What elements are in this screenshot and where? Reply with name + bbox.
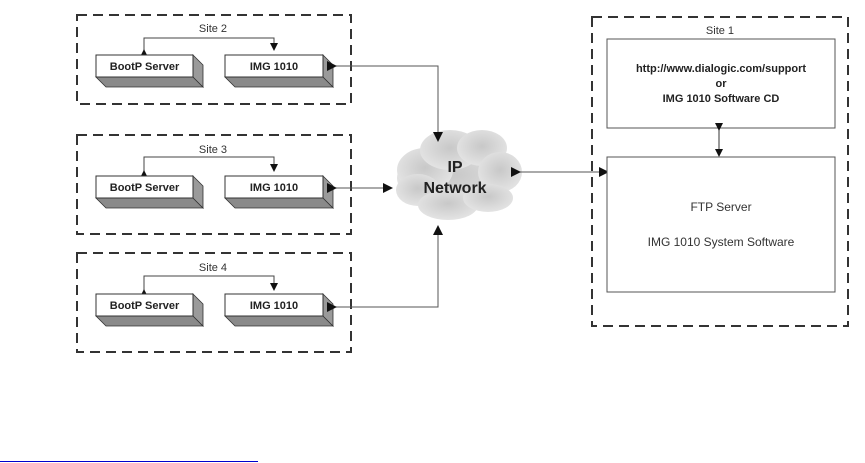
site-1-group: Site 1 http://www.dialogic.com/support o… <box>592 17 848 326</box>
footer-divider-line <box>0 461 258 462</box>
site-4-bootp-server: BootP Server <box>96 294 203 326</box>
site-3-label: Site 3 <box>199 144 227 156</box>
site-4-img-1010: IMG 1010 <box>225 294 333 326</box>
site-3-internal-link <box>144 157 274 171</box>
software-source-box: http://www.dialogic.com/support or IMG 1… <box>607 39 835 128</box>
site-3-img-1010: IMG 1010 <box>225 176 333 208</box>
ip-network-label-line1: IP <box>447 159 462 176</box>
site-2-label: Site 2 <box>199 23 227 35</box>
ftp-system-software-label: IMG 1010 System Software <box>648 235 795 249</box>
software-source-or: or <box>716 78 728 90</box>
ftp-server-label: FTP Server <box>690 200 751 214</box>
site-4-internal-link <box>144 276 274 290</box>
site-4-bootp-label: BootP Server <box>110 300 180 312</box>
site-4-label: Site 4 <box>199 262 227 274</box>
site-3-img-label: IMG 1010 <box>250 182 298 194</box>
software-source-cd: IMG 1010 Software CD <box>663 93 780 105</box>
site-3-group: Site 3 BootP Server IMG 1010 <box>77 135 351 234</box>
site-2-bootp-label: BootP Server <box>110 61 180 73</box>
site-2-img-label: IMG 1010 <box>250 61 298 73</box>
site-3-bootp-label: BootP Server <box>110 182 180 194</box>
site-2-group: Site 2 BootP Server IMG 1010 <box>77 15 351 104</box>
ip-network-cloud: IP Network <box>396 130 522 220</box>
site-1-label: Site 1 <box>706 25 734 37</box>
site-2-bootp-server: BootP Server <box>96 55 203 87</box>
site-2-internal-link <box>144 38 274 50</box>
site-4-group: Site 4 BootP Server IMG 1010 <box>77 253 351 352</box>
ftp-server-box: FTP Server IMG 1010 System Software <box>607 157 835 292</box>
ip-network-label-line2: Network <box>423 180 486 197</box>
software-source-url: http://www.dialogic.com/support <box>636 63 806 75</box>
site-2-img-1010: IMG 1010 <box>225 55 333 87</box>
site-4-img-label: IMG 1010 <box>250 300 298 312</box>
site-3-bootp-server: BootP Server <box>96 176 203 208</box>
